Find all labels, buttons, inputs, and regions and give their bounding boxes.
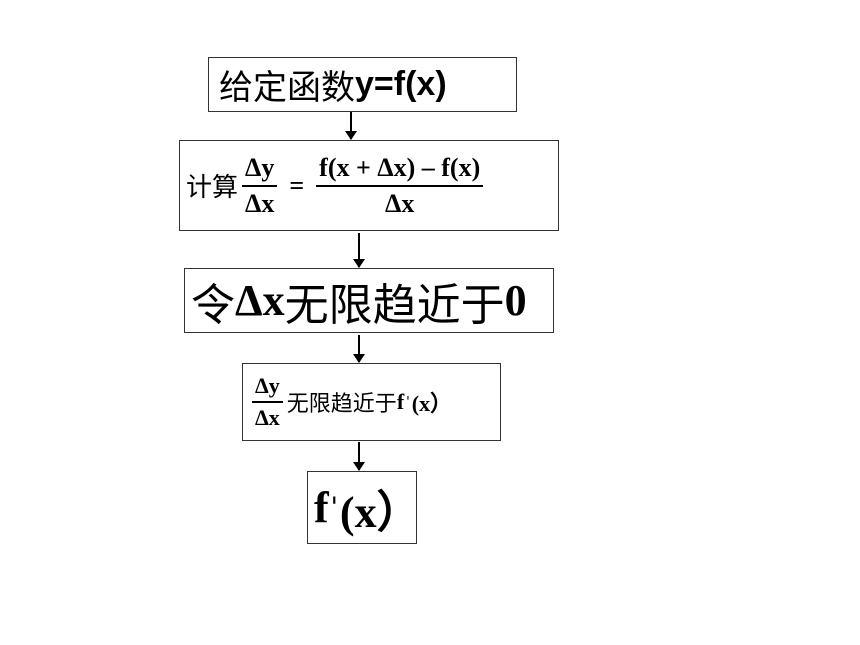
prime-mark-small: ' xyxy=(406,394,410,410)
ratio-denominator: Δx xyxy=(242,184,278,219)
derivative-arg: (x） xyxy=(339,487,421,537)
ratio-fraction-small: Δy Δx xyxy=(252,373,283,431)
approaches-label-small: 无限趋近于 xyxy=(286,392,397,417)
step-result-box: f'(x） xyxy=(307,471,421,544)
ratio-small-denominator: Δx xyxy=(252,401,283,431)
ratio-fraction: Δy Δx xyxy=(242,152,278,219)
arrow-2 xyxy=(353,233,365,268)
step-given-function-box: 给定函数 y=f(x) xyxy=(208,57,517,112)
ratio-small-numerator: Δy xyxy=(255,373,280,398)
prime-mark: ' xyxy=(330,492,338,523)
limit-value: 0 xyxy=(504,276,527,325)
let-label: 令 xyxy=(191,279,235,331)
derivative-arg-small: (x） xyxy=(411,391,453,416)
step-compute-ratio-box: 计算 Δy Δx = f(x + Δx) – f(x) Δx xyxy=(179,140,559,231)
delta-x-symbol: Δx xyxy=(235,276,285,325)
equals-sign: = xyxy=(289,170,305,200)
step-ratio-approaches-box: Δy Δx 无限趋近于 f'(x） xyxy=(242,363,501,441)
difference-quotient-numerator: f(x + Δx) – f(x) xyxy=(319,152,481,182)
given-function-formula: y=f(x) xyxy=(355,65,447,103)
difference-quotient-fraction: f(x + Δx) – f(x) Δx xyxy=(316,152,484,219)
compute-label: 计算 xyxy=(186,173,239,203)
arrow-1 xyxy=(345,112,357,140)
derivative-func: f xyxy=(314,483,329,532)
ratio-numerator: Δy xyxy=(245,152,275,182)
arrow-4 xyxy=(353,442,365,471)
step-limit-box: 令 Δx 无限趋近于 0 xyxy=(184,268,554,333)
approaches-label: 无限趋近于 xyxy=(284,279,505,331)
given-function-label: 给定函数 xyxy=(219,68,355,108)
difference-quotient-denominator: Δx xyxy=(316,184,484,219)
derivative-func-small: f xyxy=(396,389,405,414)
arrow-3 xyxy=(353,335,365,363)
